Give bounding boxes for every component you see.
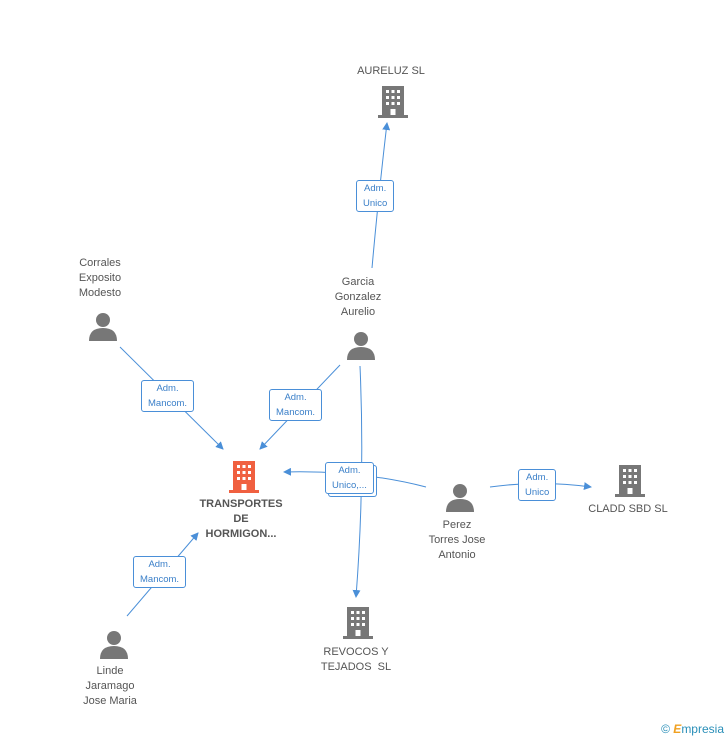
edge-label-line: Mancom. bbox=[140, 574, 180, 585]
copyright-symbol: © bbox=[661, 722, 670, 736]
node-label-line: Exposito bbox=[78, 272, 122, 284]
node-label-revocos[interactable]: REVOCOS Y TEJADOS SL bbox=[306, 645, 406, 675]
node-label-line: TRANSPORTES bbox=[199, 498, 283, 510]
edge-label-linde-transportes[interactable]: Adm. Mancom. bbox=[133, 556, 187, 588]
brand-footer: © Empresia bbox=[661, 722, 724, 736]
building-icon[interactable] bbox=[378, 84, 408, 123]
node-label-line: Jose Maria bbox=[83, 695, 137, 707]
edge-label-perez-cladd[interactable]: Adm. Unico bbox=[518, 469, 557, 501]
node-label-line: Linde bbox=[96, 665, 124, 677]
node-label-line: Modesto bbox=[78, 287, 122, 299]
edge-label-line: Adm. bbox=[338, 465, 361, 476]
node-label-line: Corrales bbox=[79, 257, 121, 269]
node-label-line: AURELUZ SL bbox=[357, 65, 425, 77]
node-label-linde[interactable]: Linde Jaramago Jose Maria bbox=[70, 664, 150, 709]
person-icon[interactable] bbox=[88, 311, 118, 346]
edge-label-line: Unico bbox=[363, 198, 388, 209]
edge-label-line: Unico bbox=[525, 487, 550, 498]
edge-label-line: Adm. bbox=[148, 559, 171, 570]
edge-label-line: Adm. bbox=[364, 183, 387, 194]
node-label-transportes[interactable]: TRANSPORTES DE HORMIGON... bbox=[186, 497, 296, 542]
node-label-line: Gonzalez bbox=[334, 291, 382, 303]
person-icon[interactable] bbox=[445, 482, 475, 517]
node-label-perez[interactable]: Perez Torres Jose Antonio bbox=[412, 518, 502, 563]
edge-label-line: Unico,... bbox=[332, 480, 367, 491]
building-icon[interactable] bbox=[229, 459, 259, 498]
node-label-corrales[interactable]: Corrales Exposito Modesto bbox=[60, 256, 140, 301]
node-label-line: Perez bbox=[442, 519, 472, 531]
node-label-line: DE bbox=[233, 513, 249, 525]
building-icon[interactable] bbox=[615, 463, 645, 502]
edge-label-perez-transportes[interactable]: Adm. Unico,... bbox=[325, 462, 374, 494]
node-label-line: HORMIGON... bbox=[205, 528, 277, 540]
brand-logo-initial: E bbox=[673, 722, 682, 736]
node-label-line: TEJADOS SL bbox=[320, 661, 392, 673]
edge-label-garcia-aureluz[interactable]: Adm. Unico bbox=[356, 180, 395, 212]
node-label-line: Torres Jose bbox=[428, 534, 486, 546]
edge-label-line: Mancom. bbox=[276, 407, 316, 418]
edge-label-line: Adm. bbox=[156, 383, 179, 394]
node-label-line: Aurelio bbox=[340, 306, 376, 318]
node-label-line: Antonio bbox=[438, 549, 476, 561]
edge-label-line: Mancom. bbox=[148, 398, 188, 409]
node-label-line: Jaramago bbox=[85, 680, 135, 692]
building-icon[interactable] bbox=[343, 605, 373, 644]
edge-label-corrales-transportes[interactable]: Adm. Mancom. bbox=[141, 380, 195, 412]
person-icon[interactable] bbox=[346, 330, 376, 365]
node-label-cladd[interactable]: CLADD SBD SL bbox=[578, 502, 678, 517]
person-icon[interactable] bbox=[99, 629, 129, 664]
node-label-line: REVOCOS Y bbox=[323, 646, 389, 658]
node-label-line: CLADD SBD SL bbox=[588, 503, 668, 515]
edge-label-garcia-transportes[interactable]: Adm. Mancom. bbox=[269, 389, 323, 421]
brand-logo-text: mpresia bbox=[681, 722, 724, 736]
node-label-aureluz[interactable]: AURELUZ SL bbox=[343, 64, 439, 79]
edge-label-line: Adm. bbox=[526, 472, 549, 483]
node-label-line: Garcia bbox=[341, 276, 375, 288]
edge-label-line: Adm. bbox=[284, 392, 307, 403]
node-label-garcia[interactable]: Garcia Gonzalez Aurelio bbox=[318, 275, 398, 320]
